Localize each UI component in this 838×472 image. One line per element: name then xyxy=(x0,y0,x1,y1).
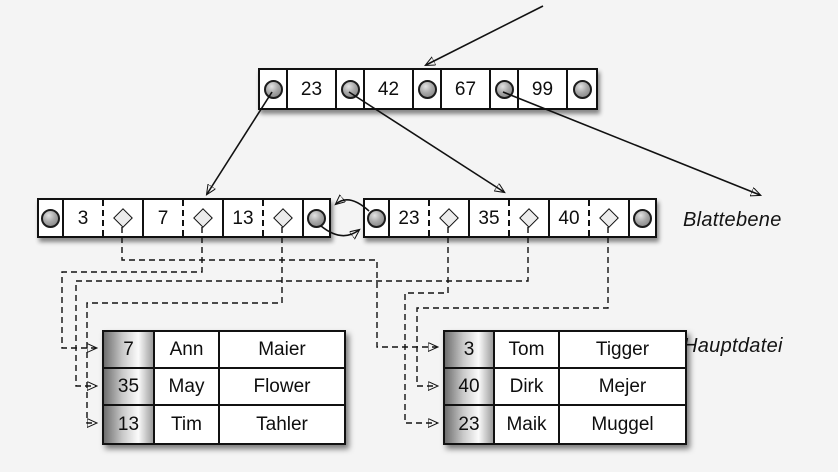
table-key-cell: 40 xyxy=(445,369,495,406)
pointer-cell xyxy=(414,70,442,108)
pointer-circle-icon xyxy=(340,79,360,99)
leaf-node-left: 3 7 13 xyxy=(37,198,331,238)
record-ref-cell xyxy=(184,200,224,236)
table-cell: Tigger xyxy=(560,332,685,369)
table-key-cell: 23 xyxy=(445,406,495,443)
pointer-circle-icon xyxy=(41,208,60,228)
record-diamond-icon xyxy=(439,208,459,228)
table-cell: Ann xyxy=(155,332,220,369)
main-file-table-left: 7 Ann Maier 35 May Flower 13 Tim Tahler xyxy=(102,330,346,445)
pointer-cell xyxy=(491,70,519,108)
pointer-cell xyxy=(365,200,390,236)
key-cell: 13 xyxy=(224,200,264,236)
table-key-cell: 3 xyxy=(445,332,495,369)
record-diamond-icon xyxy=(193,208,213,228)
key-cell: 23 xyxy=(288,70,337,108)
pointer-cell xyxy=(337,70,365,108)
main-file-label: Hauptdatei xyxy=(683,335,783,357)
pointer-circle-icon xyxy=(263,79,283,99)
key-cell: 99 xyxy=(519,70,568,108)
record-diamond-icon xyxy=(599,208,619,228)
pointer-circle-icon xyxy=(307,208,326,228)
record-route-key-23 xyxy=(404,227,449,423)
table-cell: May xyxy=(155,369,220,406)
arrow-to-root-icon xyxy=(426,5,544,65)
pointer-circle-icon xyxy=(417,79,437,99)
key-cell: 7 xyxy=(144,200,184,236)
pointer-circle-icon xyxy=(494,79,514,99)
record-diamond-icon xyxy=(113,208,133,228)
table-cell: Tahler xyxy=(220,406,344,443)
pointer-cell xyxy=(568,70,596,108)
key-cell: 35 xyxy=(470,200,510,236)
table-cell: Muggel xyxy=(560,406,685,443)
main-file-table-right: 3 Tom Tigger 40 Dirk Mejer 23 Maik Mugge… xyxy=(443,330,687,445)
pointer-circle-icon xyxy=(633,208,652,228)
key-cell: 23 xyxy=(390,200,430,236)
table-key-cell: 13 xyxy=(104,406,155,443)
table-cell: Maier xyxy=(220,332,344,369)
pointer-cell xyxy=(630,200,655,236)
table-cell: Tim xyxy=(155,406,220,443)
key-cell: 67 xyxy=(442,70,491,108)
record-ref-cell xyxy=(264,200,304,236)
table-cell: Tom xyxy=(495,332,560,369)
record-ref-cell xyxy=(104,200,144,236)
record-ref-cell xyxy=(430,200,470,236)
record-route-key-3 xyxy=(121,227,437,347)
pointer-cell xyxy=(39,200,64,236)
leaf-level-label: Blattebene xyxy=(683,209,782,231)
record-ref-cell xyxy=(590,200,630,236)
record-ref-cell xyxy=(510,200,550,236)
pointer-circle-icon xyxy=(572,79,592,99)
root-node: 23 42 67 99 xyxy=(258,68,598,110)
table-cell: Mejer xyxy=(560,369,685,406)
key-cell: 3 xyxy=(64,200,104,236)
table-cell: Flower xyxy=(220,369,344,406)
table-key-cell: 7 xyxy=(104,332,155,369)
record-diamond-icon xyxy=(519,208,539,228)
leaf-node-right: 23 35 40 xyxy=(363,198,657,238)
pointer-cell xyxy=(304,200,329,236)
pointer-cell xyxy=(260,70,288,108)
table-cell: Dirk xyxy=(495,369,560,406)
key-cell: 40 xyxy=(550,200,590,236)
record-diamond-icon xyxy=(273,208,293,228)
table-cell: Maik xyxy=(495,406,560,443)
pointer-circle-icon xyxy=(367,208,386,228)
key-cell: 42 xyxy=(365,70,414,108)
table-key-cell: 35 xyxy=(104,369,155,406)
